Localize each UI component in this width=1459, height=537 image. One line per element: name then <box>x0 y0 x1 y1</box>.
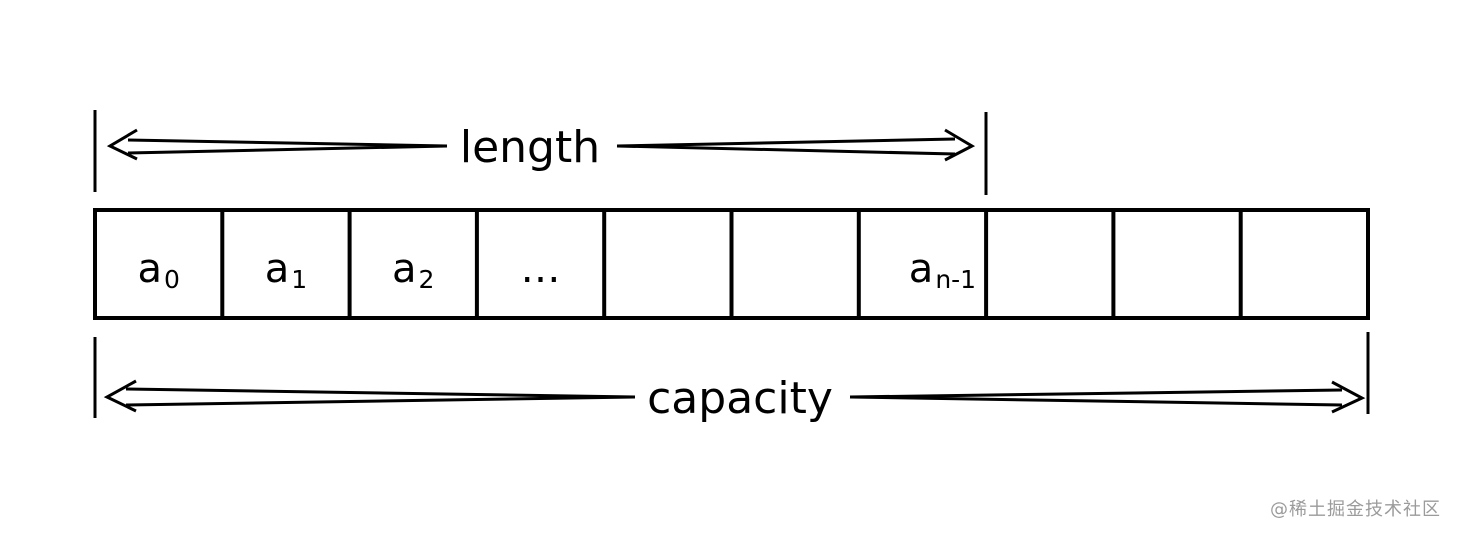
length-right-arrow <box>616 128 976 162</box>
capacity-measure: capacity <box>93 332 1370 424</box>
length-measure: length <box>93 110 988 195</box>
cell-label-0: a0 <box>137 246 179 294</box>
cell-base-0: a <box>137 246 162 292</box>
capacity-right-arrow <box>849 380 1366 414</box>
cell-label-6: an-1 <box>909 246 976 294</box>
watermark-text: @稀土掘金技术社区 <box>1270 499 1441 520</box>
cell-base-6: a <box>909 246 934 292</box>
length-left-arrow <box>106 128 448 161</box>
length-label: length <box>460 122 600 173</box>
capacity-label: capacity <box>647 373 833 424</box>
capacity-left-arrow <box>103 379 636 413</box>
cell-subscript-6: n-1 <box>935 265 976 294</box>
cell-label-3: … <box>521 246 561 292</box>
cell-label-2: a2 <box>392 246 434 294</box>
cell-subscript-0: 0 <box>164 265 180 294</box>
cell-base-1: a <box>265 246 290 292</box>
cell-subscript-2: 2 <box>419 265 435 294</box>
cell-base-3: … <box>521 246 561 292</box>
cell-label-1: a1 <box>265 246 307 294</box>
cell-base-2: a <box>392 246 417 292</box>
cell-subscript-1: 1 <box>291 265 307 294</box>
